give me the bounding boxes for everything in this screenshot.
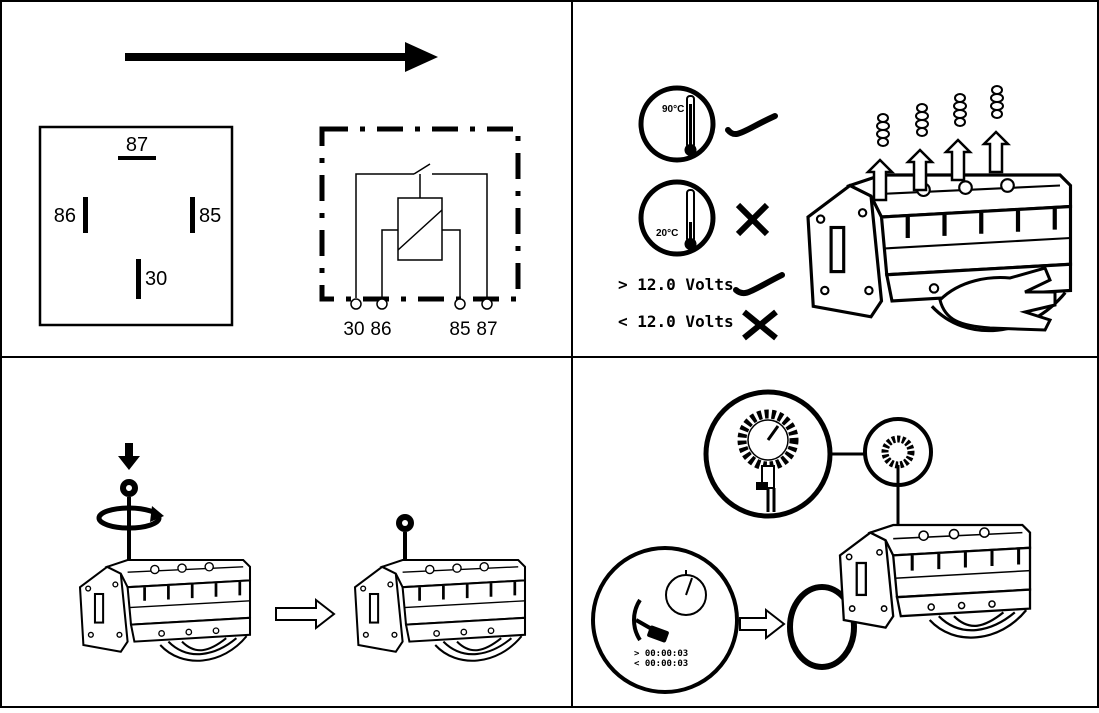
key-icon bbox=[635, 618, 669, 643]
pin-label-85: 85 bbox=[199, 205, 221, 227]
terminal-label: 30 bbox=[343, 319, 364, 340]
pressure-gauge-icon bbox=[703, 389, 833, 519]
pin-label-30: 30 bbox=[145, 268, 167, 290]
engine-block bbox=[838, 523, 1032, 640]
voltage-above-label: > 12.0 Volts bbox=[618, 275, 734, 294]
hand-icon bbox=[938, 266, 1057, 332]
terminal-label: 86 bbox=[370, 319, 391, 340]
checkmark-icon bbox=[725, 113, 778, 137]
arrow-right-icon bbox=[125, 42, 438, 72]
engine-block bbox=[353, 558, 527, 663]
arrow-down-icon bbox=[118, 443, 140, 470]
terminal-label: 85 bbox=[449, 319, 470, 340]
pin-label-87: 87 bbox=[126, 134, 148, 156]
o-ring-icon bbox=[787, 584, 857, 670]
thermometer-icon: 20°C bbox=[638, 179, 716, 257]
pressure-gauge-icon bbox=[863, 417, 933, 565]
arrow-right-icon bbox=[739, 607, 786, 641]
panel-install-adapter bbox=[78, 443, 527, 663]
temperature-cold-label: 20°C bbox=[656, 228, 678, 239]
thermometer-icon: 90°C bbox=[638, 85, 716, 163]
stopwatch-icon bbox=[632, 570, 707, 642]
glow-plug-icon bbox=[876, 85, 1004, 147]
engine-block bbox=[78, 558, 252, 663]
cross-icon bbox=[742, 309, 778, 341]
temperature-hot-label: 90°C bbox=[662, 104, 684, 115]
arrow-right-icon bbox=[275, 597, 336, 631]
panel-conditions: 90°C 20°C > 12.0 Volts < 12.0 Volts bbox=[618, 85, 1071, 341]
timer-detail: > 00:00:03 < 00:00:03 bbox=[591, 546, 739, 694]
gauge-adapter bbox=[120, 479, 138, 568]
timer-below-label: < 00:00:03 bbox=[634, 659, 688, 669]
timer-above-label: > 00:00:03 bbox=[634, 649, 688, 659]
voltage-below-label: < 12.0 Volts bbox=[618, 312, 734, 331]
terminal-label: 87 bbox=[476, 319, 497, 340]
checkmark-icon bbox=[733, 272, 785, 297]
cross-icon bbox=[735, 202, 770, 237]
relay-socket-diagram: 87 86 85 30 bbox=[38, 125, 234, 327]
panel-pressure-test: > 00:00:03 < 00:00:03 bbox=[591, 389, 1032, 694]
pin-label-86: 86 bbox=[54, 205, 76, 227]
rotate-icon bbox=[96, 505, 164, 531]
relay-schematic: 30 86 85 87 bbox=[319, 126, 521, 340]
panel-relay-pinout: 87 86 85 30 30 86 bbox=[38, 42, 521, 340]
